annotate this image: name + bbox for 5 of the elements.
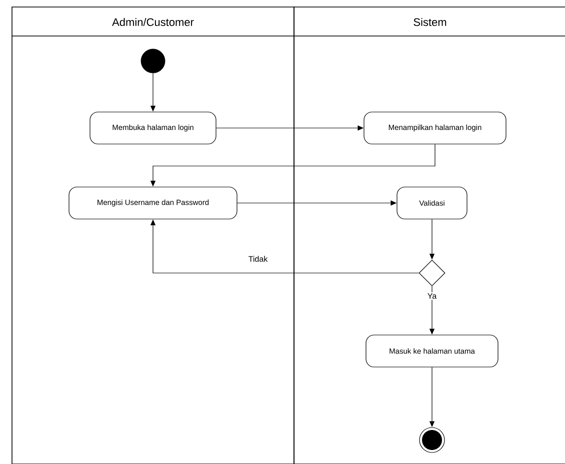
end-node bbox=[419, 427, 445, 453]
start-node bbox=[140, 48, 166, 74]
edge-label: Tidak bbox=[248, 256, 268, 262]
decision-diamond bbox=[418, 260, 446, 286]
edge-label: Ya bbox=[426, 292, 438, 300]
